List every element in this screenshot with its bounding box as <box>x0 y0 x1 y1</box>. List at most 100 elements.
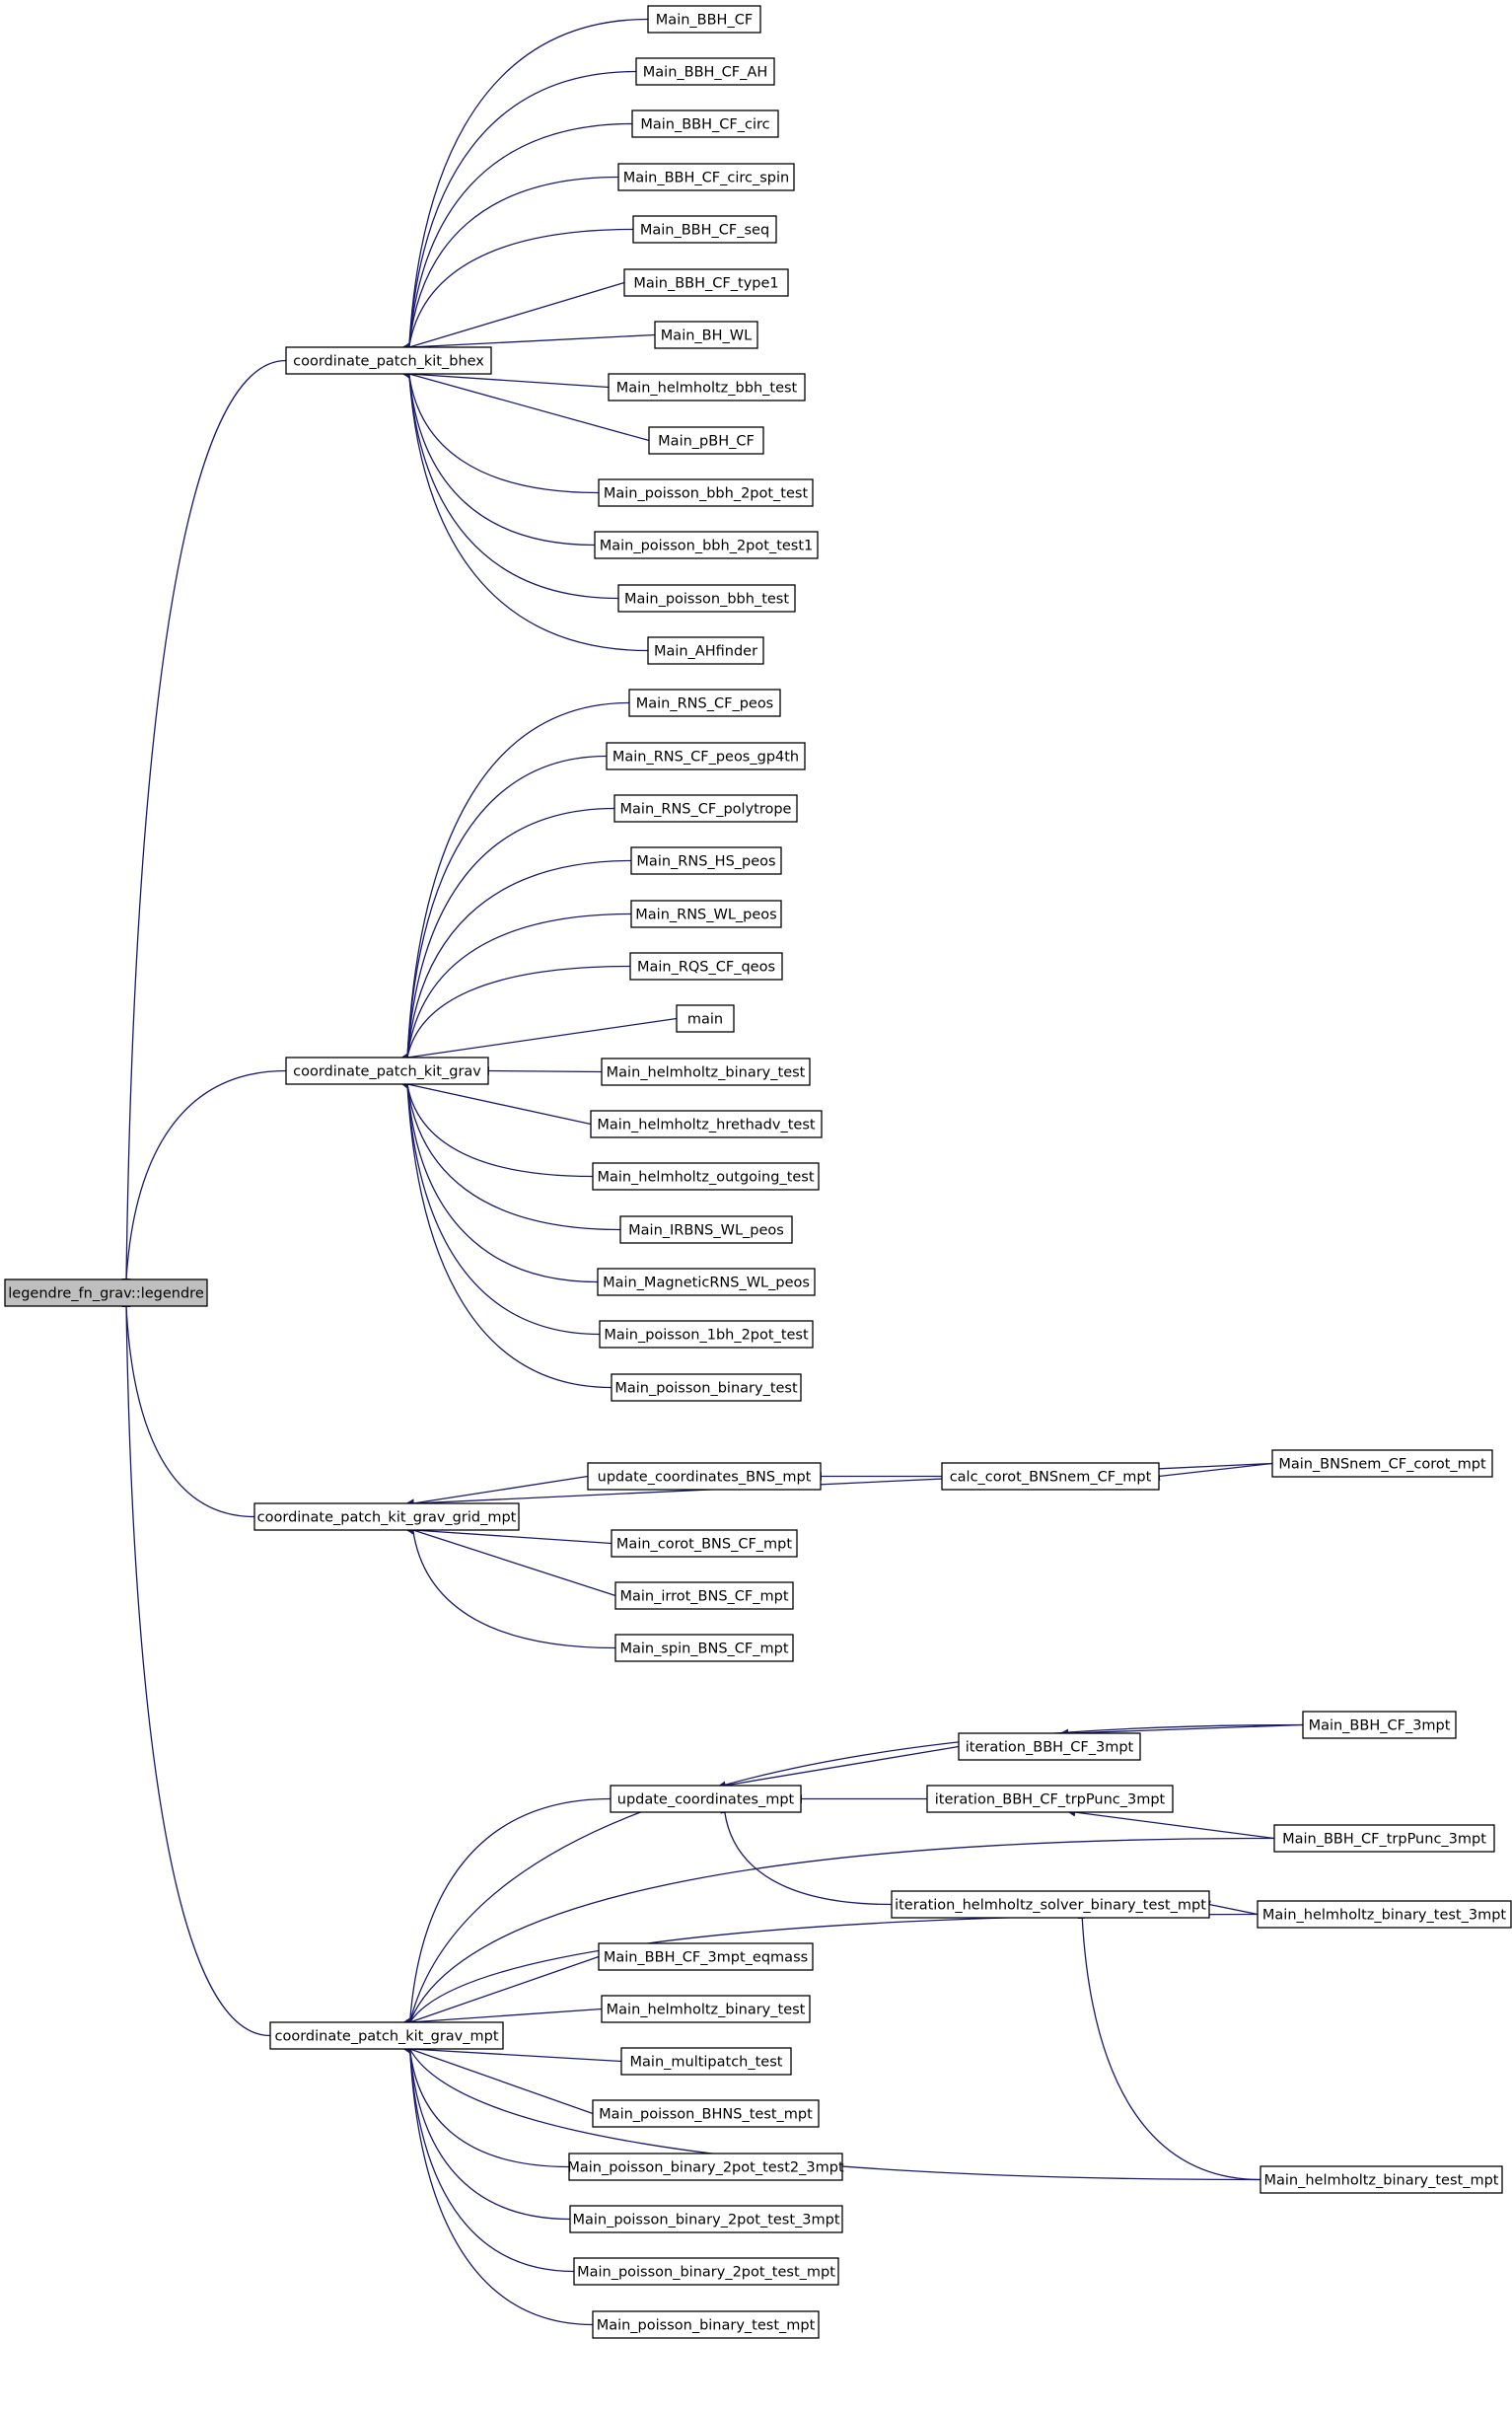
node-main-bbh-cf[interactable]: Main_BBH_CF <box>647 5 761 34</box>
node-label: Main_RNS_CF_peos <box>636 696 774 712</box>
node-main-irrot-bns-cf-mpt[interactable]: Main_irrot_BNS_CF_mpt <box>614 1581 794 1610</box>
edge-iteration-bbh-cf-3mpt-to-update-coordinates-mpt <box>716 1745 960 1790</box>
node-main-bbh-cf-3mpt[interactable]: Main_BBH_CF_3mpt <box>1302 1711 1457 1739</box>
node-box <box>4 1278 208 1307</box>
edge-main-helmholtz-bbh-test-to-coordinate-patch-kit-bhex <box>400 369 610 389</box>
node-box <box>587 1462 822 1491</box>
node-update-coordinates-mpt[interactable]: update_coordinates_mpt <box>610 1785 802 1813</box>
node-label: legendre_fn_grav::legendre <box>8 1286 204 1302</box>
edge-main-bbh-cf-trppunc-3mpt-to-iteration-bbh-cf-trppunc-3mpt <box>1066 1807 1275 1840</box>
node-box <box>597 1268 816 1296</box>
node-main-helmholtz-binary-test[interactable]: Main_helmholtz_binary_test <box>601 1058 811 1086</box>
node-box <box>654 321 758 349</box>
node-box <box>269 2021 504 2050</box>
node-main-rns-cf-peos-gp4th[interactable]: Main_RNS_CF_peos_gp4th <box>606 742 806 770</box>
node-main-helmholtz-binary-test-mpt[interactable]: Main_helmholtz_binary_test_mpt <box>1260 2165 1503 2194</box>
node-main-poisson-1bh-2pot-test[interactable]: Main_poisson_1bh_2pot_test <box>599 1320 814 1349</box>
node-box <box>598 1942 814 1971</box>
node-main-poisson-binary-test-mpt[interactable]: Main_poisson_binary_test_mpt <box>592 2310 820 2339</box>
node-main-rns-hs-peos[interactable]: Main_RNS_HS_peos <box>630 846 782 875</box>
node-main-bh-wl[interactable]: Main_BH_WL <box>654 321 758 349</box>
edge-main-bbh-cf-trppunc-3mpt-to-coordinate-patch-kit-grav-mpt <box>405 1837 1275 2030</box>
node-coordinate-patch-kit-grav-mpt[interactable]: coordinate_patch_kit_grav_mpt <box>269 2021 504 2050</box>
node-coordinate-patch-kit-grav[interactable]: coordinate_patch_kit_grav <box>285 1057 489 1085</box>
node-main-rns-cf-peos[interactable]: Main_RNS_CF_peos <box>628 689 781 717</box>
node-main-poisson-binary-2pot-test2-3mpt[interactable]: Main_poisson_binary_2pot_test2_3mpt <box>567 2153 844 2181</box>
node-label: Main_helmholtz_binary_test <box>607 1065 806 1081</box>
node-box <box>628 689 781 717</box>
node-box <box>630 900 782 928</box>
node-main-bbh-cf-circ[interactable]: Main_BBH_CF_circ <box>631 110 779 138</box>
node-label: Main_BBH_CF_3mpt_eqmass <box>604 1950 808 1966</box>
node-main-poisson-bbh-2pot-test1[interactable]: Main_poisson_bbh_2pot_test1 <box>594 531 819 559</box>
node-main-poisson-bbh-2pot-test[interactable]: Main_poisson_bbh_2pot_test <box>598 478 814 507</box>
node-main-poisson-binary-test[interactable]: Main_poisson_binary_test <box>611 1373 802 1402</box>
node-label: Main_RNS_CF_polytrope <box>620 802 792 818</box>
edge-main-helmholtz-binary-test-3mpt-to-iteration-helmholtz-solver-binary-test-mpt <box>1201 1900 1259 1916</box>
node-main-poisson-bhns-test-mpt[interactable]: Main_poisson_BHNS_test_mpt <box>592 2099 820 2128</box>
node-label: Main_BBH_CF <box>656 13 753 29</box>
node-main-bbh-cf-trppunc-3mpt[interactable]: Main_BBH_CF_trpPunc_3mpt <box>1273 1824 1495 1853</box>
node-box <box>647 5 761 34</box>
node-main-helmholtz-bbh-test[interactable]: Main_helmholtz_bbh_test <box>608 373 806 402</box>
node-main-bnsnem-cf-corot-mpt[interactable]: Main_BNSnem_CF_corot_mpt <box>1271 1449 1493 1478</box>
edge-main-helmholtz-binary-test-to-coordinate-patch-kit-grav-mpt <box>401 2008 603 2027</box>
node-box <box>941 1462 1160 1491</box>
node-main-helmholtz-outgoing-test[interactable]: Main_helmholtz_outgoing_test <box>592 1162 820 1191</box>
node-main-ahfinder[interactable]: Main_AHfinder <box>647 636 764 665</box>
node-legendre-fn-grav-legendre[interactable]: legendre_fn_grav::legendre <box>4 1278 208 1307</box>
node-box <box>676 1004 735 1033</box>
node-box <box>631 110 779 138</box>
node-label: Main_IRBNS_WL_peos <box>628 1223 784 1239</box>
edge-iteration-helmholtz-solver-binary-test-mpt-to-update-coordinates-mpt <box>720 1803 893 1906</box>
node-main-magneticrns-wl-peos[interactable]: Main_MagneticRNS_WL_peos <box>597 1268 816 1296</box>
edge-main-poisson-bbh-2pot-test-to-coordinate-patch-kit-bhex <box>404 365 600 494</box>
node-main-rqs-cf-qeos[interactable]: Main_RQS_CF_qeos <box>629 952 783 981</box>
node-label: Main_poisson_bbh_2pot_test1 <box>600 539 814 554</box>
node-iteration-bbh-cf-trppunc-3mpt[interactable]: iteration_BBH_CF_trpPunc_3mpt <box>926 1785 1174 1813</box>
edge-main-bnsnem-cf-corot-mpt-to-calc-corot-bnsnem-cf-mpt <box>1150 1462 1273 1481</box>
node-label: Main_poisson_binary_2pot_test_mpt <box>577 2265 835 2281</box>
node-main[interactable]: main <box>676 1004 735 1033</box>
node-box <box>611 1373 802 1402</box>
node-main-bbh-cf-seq[interactable]: Main_BBH_CF_seq <box>632 215 777 244</box>
node-calc-corot-bnsnem-cf-mpt[interactable]: calc_corot_BNSnem_CF_mpt <box>941 1462 1160 1491</box>
node-label: Main_BBH_CF_AH <box>643 65 767 81</box>
node-main-bbh-cf-circ-spin[interactable]: Main_BBH_CF_circ_spin <box>617 163 795 191</box>
node-main-poisson-binary-2pot-test-mpt[interactable]: Main_poisson_binary_2pot_test_mpt <box>573 2257 839 2286</box>
node-label: Main_helmholtz_bbh_test <box>616 381 798 397</box>
node-iteration-helmholtz-solver-binary-test-mpt[interactable]: iteration_helmholtz_solver_binary_test_m… <box>891 1890 1210 1919</box>
node-main-helmholtz-binary-test[interactable]: Main_helmholtz_binary_test <box>601 1995 811 2023</box>
node-main-corot-bns-cf-mpt[interactable]: Main_corot_BNS_CF_mpt <box>611 1529 798 1558</box>
edge-main-ahfinder-to-coordinate-patch-kit-bhex <box>404 365 649 652</box>
node-main-bbh-cf-type1[interactable]: Main_BBH_CF_type1 <box>623 268 789 297</box>
node-main-multipatch-test[interactable]: Main_multipatch_test <box>620 2047 792 2076</box>
edge-main-rns-cf-peos-gp4th-to-coordinate-patch-kit-grav <box>402 755 608 1066</box>
node-main-poisson-bbh-test[interactable]: Main_poisson_bbh_test <box>617 584 796 613</box>
node-update-coordinates-bns-mpt[interactable]: update_coordinates_BNS_mpt <box>587 1462 822 1491</box>
node-label: Main_BBH_CF_circ_spin <box>623 171 789 186</box>
node-main-pbh-cf[interactable]: Main_pBH_CF <box>648 426 764 455</box>
node-iteration-bbh-cf-3mpt[interactable]: iteration_BBH_CF_3mpt <box>958 1732 1141 1761</box>
node-label: Main_helmholtz_binary_test_mpt <box>1264 2173 1499 2189</box>
node-main-helmholtz-binary-test-3mpt[interactable]: Main_helmholtz_binary_test_3mpt <box>1257 1900 1512 1929</box>
node-box <box>619 1215 793 1244</box>
node-main-rns-wl-peos[interactable]: Main_RNS_WL_peos <box>630 900 782 928</box>
edge-main-helmholtz-binary-test-mpt-to-coordinate-patch-kit-grav-mpt <box>405 2041 1261 2181</box>
node-main-rns-cf-polytrope[interactable]: Main_RNS_CF_polytrope <box>613 794 798 823</box>
edge-update-coordinates-bns-mpt-to-coordinate-patch-kit-grav-grid-mpt <box>404 1475 589 1508</box>
node-label: Main_corot_BNS_CF_mpt <box>616 1537 792 1553</box>
node-main-helmholtz-hrethadv-test[interactable]: Main_helmholtz_hrethadv_test <box>590 1110 823 1138</box>
node-coordinate-patch-kit-grav-grid-mpt[interactable]: coordinate_patch_kit_grav_grid_mpt <box>253 1502 520 1531</box>
node-label: Main_poisson_binary_2pot_test2_3mpt <box>567 2160 844 2176</box>
node-label: main <box>687 1012 723 1028</box>
node-main-spin-bns-cf-mpt[interactable]: Main_spin_BNS_CF_mpt <box>614 1634 794 1662</box>
node-main-bbh-cf-3mpt-eqmass[interactable]: Main_BBH_CF_3mpt_eqmass <box>598 1942 814 1971</box>
node-main-poisson-binary-2pot-test-3mpt[interactable]: Main_poisson_binary_2pot_test_3mpt <box>569 2205 843 2233</box>
node-main-irbns-wl-peos[interactable]: Main_IRBNS_WL_peos <box>619 1215 793 1244</box>
edges <box>121 18 1304 2326</box>
node-coordinate-patch-kit-bhex[interactable]: coordinate_patch_kit_bhex <box>285 346 492 375</box>
edge-main-bbh-cf-ah-to-coordinate-patch-kit-bhex <box>404 70 637 356</box>
node-label: Main_poisson_1bh_2pot_test <box>604 1328 809 1344</box>
node-main-bbh-cf-ah[interactable]: Main_BBH_CF_AH <box>635 57 775 86</box>
